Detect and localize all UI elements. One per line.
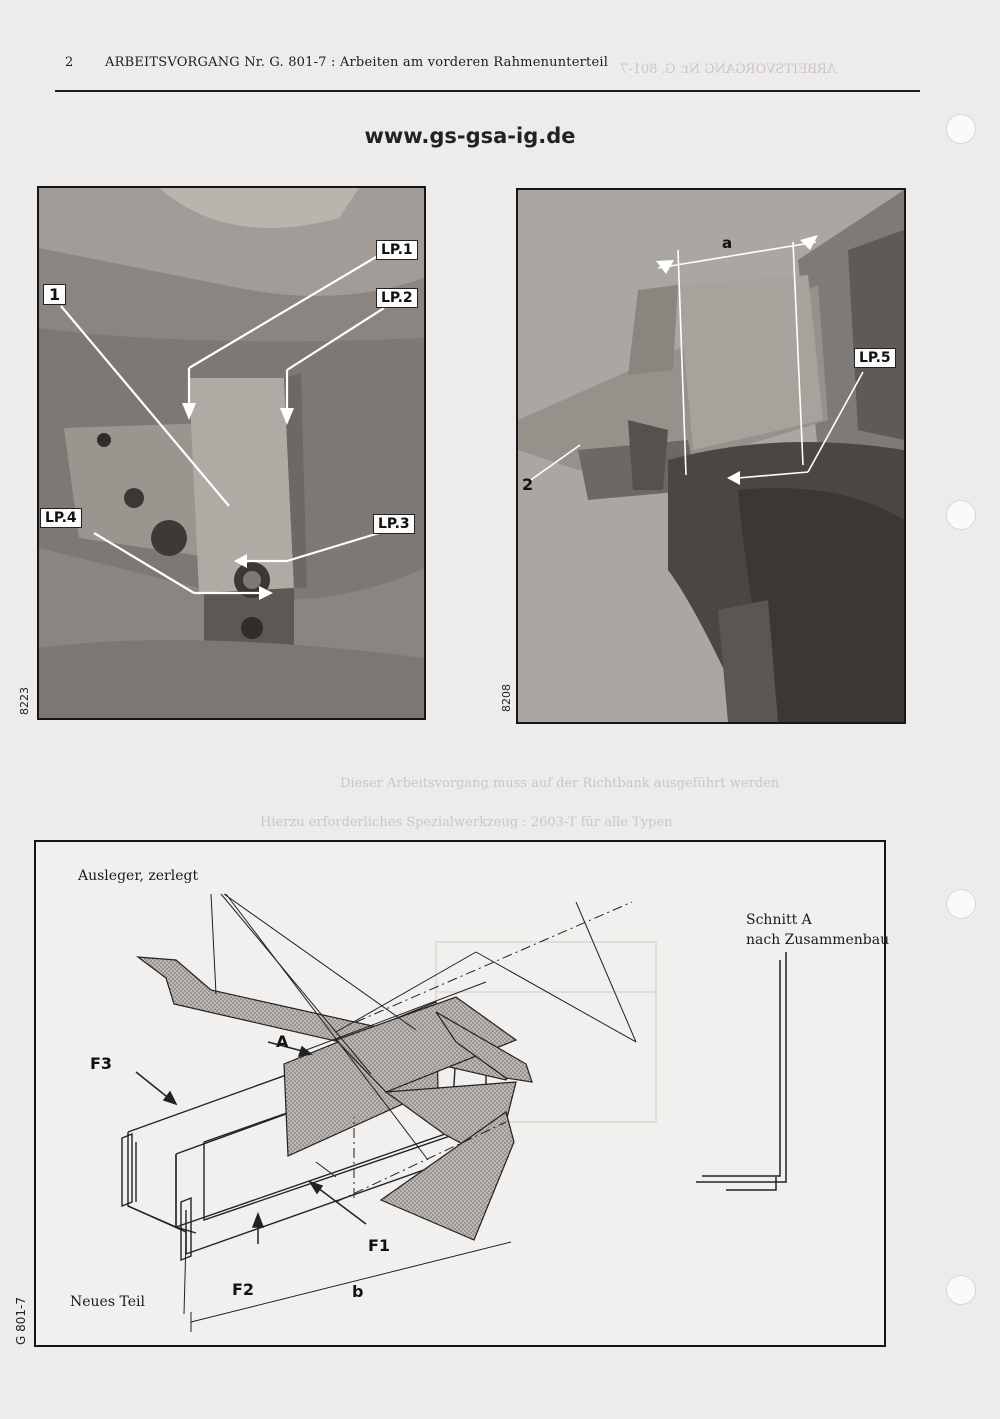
label-outrigger: Ausleger, zerlegt	[78, 868, 199, 884]
label-b: b	[352, 1282, 364, 1301]
lp4-label: LP.4	[40, 508, 82, 528]
binder-hole	[946, 114, 976, 144]
label-section-line2: nach Zusammenbau	[746, 932, 890, 948]
photo-right-number: 8208	[500, 684, 513, 712]
website-url: www.gs-gsa-ig.de	[364, 124, 576, 148]
diagram-drawing	[121, 893, 787, 1332]
photo-left-number: 8223	[18, 687, 31, 715]
page-number: 2	[65, 55, 74, 70]
label-new-part: Neues Teil	[70, 1294, 145, 1310]
header-title: ARBEITSVORGANG Nr. G. 801-7 : Arbeiten a…	[105, 55, 609, 70]
part-label-2: 2	[522, 475, 534, 494]
bleed-through-text: Dieser Arbeitsvorgang muss auf der Richt…	[340, 776, 780, 791]
exploded-diagram: Ausleger, zerlegt Schnitt A nach Zusamme…	[34, 840, 890, 1347]
photo-left-image	[39, 188, 424, 718]
dimension-a-label: a	[722, 234, 733, 252]
label-f1: F1	[368, 1236, 391, 1255]
label-section-line1: Schnitt A	[746, 912, 812, 928]
bleed-through-text: Hierzu erforderliches Spezialwerkzeug : …	[260, 815, 673, 830]
lp5-label: LP.5	[854, 348, 896, 368]
binder-hole	[946, 500, 976, 530]
label-f3: F3	[90, 1054, 113, 1073]
lp2-label: LP.2	[376, 288, 418, 308]
photo-right: a LP.5 2	[516, 188, 906, 724]
lp1-label: LP.1	[376, 240, 418, 260]
lp3-label: LP.3	[373, 514, 415, 534]
side-code: G 801-7	[14, 1297, 28, 1345]
label-a: A	[276, 1032, 289, 1051]
photo-right-image	[518, 190, 904, 722]
part-label-1: 1	[43, 284, 67, 305]
binder-hole	[946, 889, 976, 919]
photo-left: 1 LP.1 LP.2 LP.3 LP.4	[37, 186, 426, 720]
binder-hole	[946, 1275, 976, 1305]
page-header: 2 ARBEITSVORGANG Nr. G. 801-7 : Arbeiten…	[55, 52, 920, 92]
label-f2: F2	[232, 1280, 255, 1299]
